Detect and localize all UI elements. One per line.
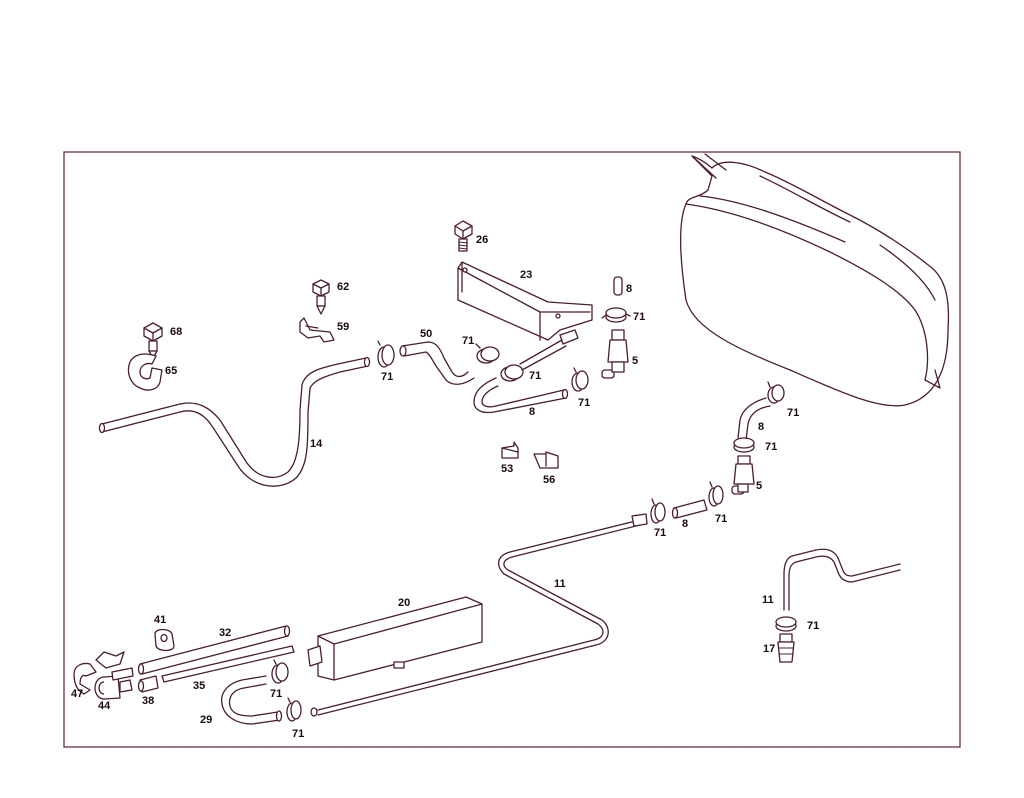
clamp-71-j [775,616,797,632]
clip-56 [533,451,559,469]
label-41: 41 [154,614,166,626]
label-38: 38 [142,695,154,707]
callout-labels: 26 23 8 71 5 62 59 68 65 50 71 71 71 8 7… [71,234,819,740]
pipe-11-right [783,548,901,611]
label-71-d: 71 [529,370,541,382]
valve-5-upper [601,329,629,379]
label-59: 59 [337,321,349,333]
label-5-upper: 5 [632,355,638,367]
clamp-71-c [475,343,500,364]
label-71-g: 71 [765,441,777,453]
fitting-47 [73,651,125,695]
label-44: 44 [98,700,111,712]
label-71-c: 71 [462,335,474,347]
label-71-k: 71 [270,688,282,700]
valve-5-lower [731,455,755,495]
fitting-17 [777,633,795,663]
label-11-long: 11 [554,578,566,590]
clamp-71-h [650,498,666,524]
hose-29 [220,675,283,725]
bracket-23 [457,261,593,345]
hose-32 [137,625,291,675]
hose-8-short [671,499,708,519]
fuel-tank [680,153,950,407]
label-29: 29 [200,714,212,726]
sleeve-38 [137,675,159,693]
label-8-right: 8 [758,421,764,433]
label-71-j: 71 [807,620,819,632]
clamp-65 [127,353,163,391]
label-20: 20 [398,597,410,609]
hose-35 [161,645,295,683]
label-65: 65 [165,365,177,377]
label-62: 62 [337,281,349,293]
hose-8-right [737,397,771,441]
label-71-b: 71 [381,371,393,383]
hose-50 [399,341,475,385]
pipe-14 [98,356,371,487]
label-71-a: 71 [633,311,645,323]
clamp-71-f [767,381,785,404]
label-11-right: 11 [762,594,774,606]
label-17: 17 [763,643,775,655]
label-56: 56 [543,474,555,486]
label-26: 26 [476,234,488,246]
label-8-top: 8 [626,283,632,295]
label-50: 50 [420,328,432,340]
label-35: 35 [193,680,205,692]
label-53: 53 [501,463,513,475]
pipe-11-long [310,513,648,717]
clamp-71-g [733,437,755,453]
clamp-71-b [377,340,395,368]
canister-20 [307,596,483,681]
label-71-f: 71 [787,407,799,419]
label-71-l: 71 [292,728,304,740]
bolt-68 [143,322,163,359]
clamp-71-i [708,481,724,507]
label-14: 14 [310,438,323,450]
diagram-frame [63,151,961,748]
clamp-71-k [271,659,289,684]
label-5-lower: 5 [756,480,762,492]
clamp-71-d [500,339,567,382]
clip-53 [501,441,519,459]
label-23: 23 [520,269,532,281]
label-71-i: 71 [715,513,727,525]
clamp-71-a [601,307,631,323]
label-8-short: 8 [682,518,688,530]
bolt-26 [454,220,473,252]
clamp-71-e [571,367,589,392]
label-71-e: 71 [578,397,590,409]
hose-8-curved [473,377,569,414]
label-68: 68 [170,326,182,338]
label-71-h: 71 [654,527,666,539]
label-32: 32 [219,627,231,639]
pin-8-top [613,276,623,296]
clamp-71-l [286,697,302,722]
connector-44 [94,667,134,700]
clip-59 [299,317,335,343]
label-47: 47 [71,688,83,700]
grommet-41 [154,628,175,652]
label-8-curved: 8 [529,406,535,418]
bolt-62 [312,279,330,315]
